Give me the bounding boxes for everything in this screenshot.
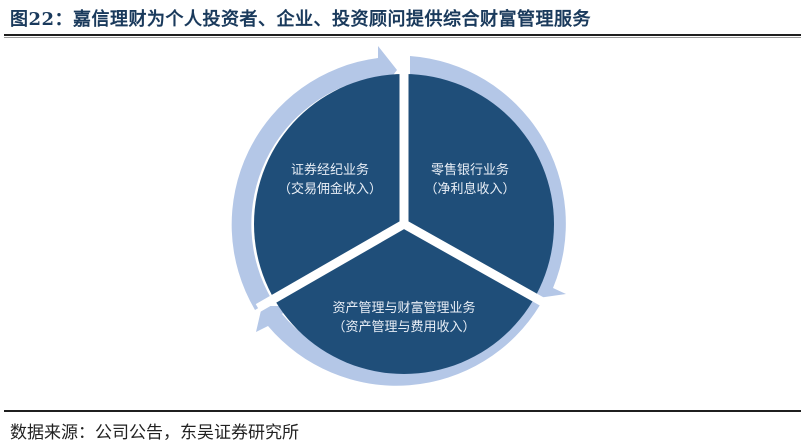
figure-title: 图22：嘉信理财为个人投资者、企业、投资顾问提供综合财富管理服务 [10, 9, 592, 30]
segment-wealth-subtitle: （资产管理与费用收入） [332, 320, 475, 335]
outer-arrow-ring [231, 46, 566, 386]
segment-retail-banking: 零售银行业务 （净利息收入） [424, 162, 515, 197]
segment-wealth-management: 资产管理与财富管理业务 （资产管理与费用收入） [332, 300, 475, 335]
segment-retail-banking-subtitle: （净利息收入） [424, 181, 515, 197]
source-note: 数据来源：公司公告，东吴证券研究所 [10, 423, 299, 443]
title-divider-thin [4, 37, 801, 38]
arrow-arc-bottom [256, 296, 540, 386]
arrow-arc-right [410, 56, 566, 298]
segment-wealth-title: 资产管理与财富管理业务 [332, 300, 475, 316]
title-divider [4, 34, 801, 36]
arrow-arc-top [231, 46, 397, 310]
footer-divider [4, 410, 801, 412]
segment-securities: 证券经纪业务 （交易佣金收入） [278, 162, 382, 197]
segment-securities-subtitle: （交易佣金收入） [278, 181, 382, 197]
segment-dividers [255, 60, 551, 312]
segment-retail-banking-title: 零售银行业务 [431, 162, 509, 178]
segment-securities-title: 证券经纪业务 [291, 162, 369, 178]
